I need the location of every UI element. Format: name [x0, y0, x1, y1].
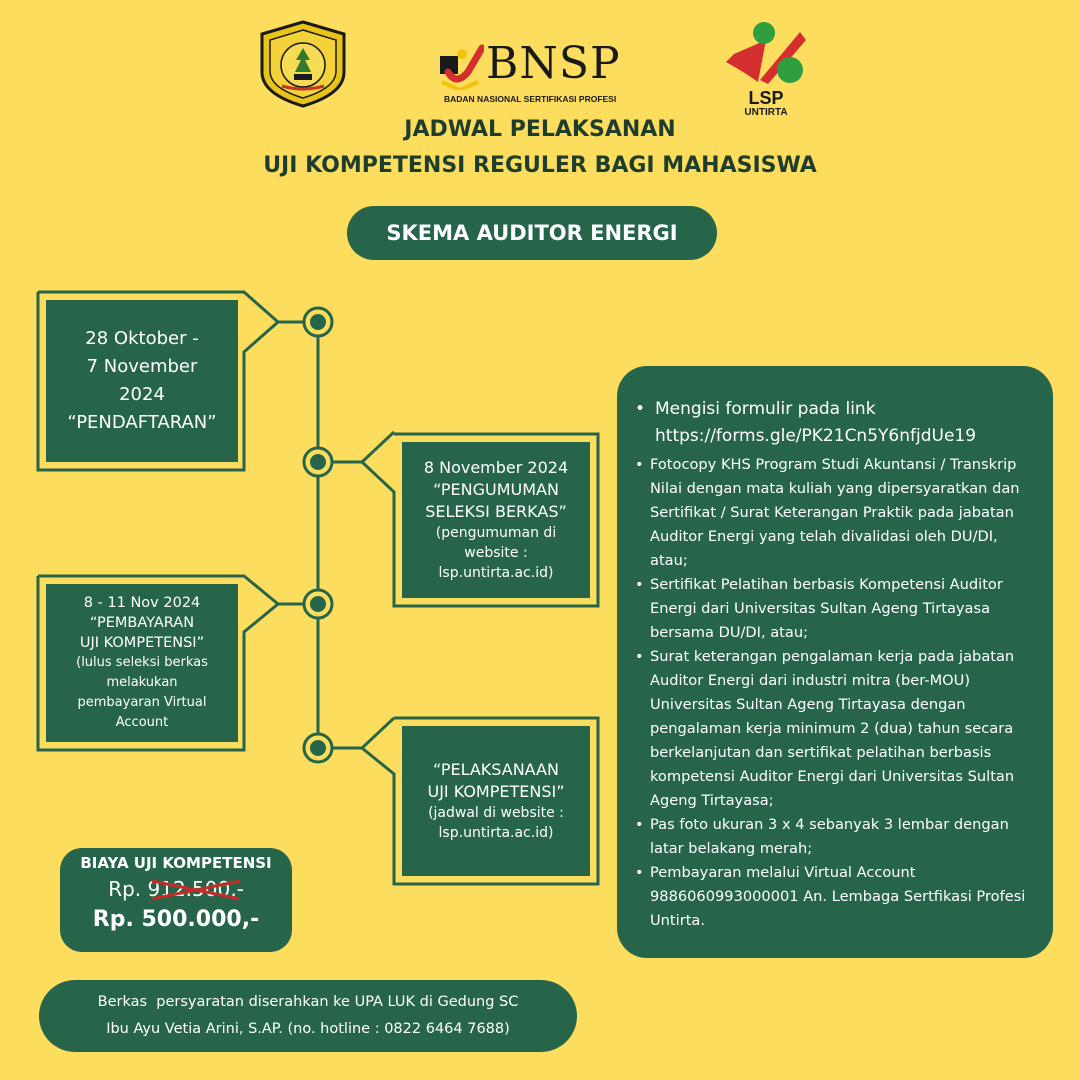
- bullet-icon: •: [635, 576, 644, 593]
- step1-line4: “PENDAFTARAN”: [67, 412, 217, 433]
- step3-line6: pembayaran Virtual: [77, 695, 207, 710]
- step2-line3: SELEKSI BERKAS”: [425, 502, 567, 521]
- step1-line2: 7 November: [86, 356, 198, 377]
- step3-line2: “PEMBAYARAN: [89, 615, 195, 631]
- footer-line1: Berkas persyaratan diserahkan ke UPA LUK…: [97, 994, 519, 1010]
- old-price: Rp. 912.500,-: [108, 877, 244, 901]
- step4-line4: lsp.untirta.ac.id): [438, 825, 554, 841]
- page-title-line2: UJI KOMPETENSI REGULER BAGI MAHASISWA: [263, 153, 817, 178]
- lsp-untirta-logo: LSP UNTIRTA: [720, 18, 812, 118]
- step3-line5: melakukan: [106, 675, 178, 690]
- requirement-item: •Pas foto ukuran 3 x 4 sebanyak 3 lembar…: [635, 813, 1033, 861]
- strikethrough-icon: [151, 879, 241, 901]
- lsp-subtitle: UNTIRTA: [744, 107, 788, 118]
- step2-line1: 8 November 2024: [423, 458, 569, 477]
- step2-line6: lsp.untirta.ac.id): [438, 565, 554, 581]
- requirement-item: •Fotocopy KHS Program Studi Akuntansi / …: [635, 453, 1033, 573]
- step3-line3: UJI KOMPETENSI”: [79, 635, 205, 651]
- bullet-icon: •: [635, 816, 644, 833]
- bnsp-logo: BNSP BADAN NASIONAL SERTIFIKASI PROFESI: [438, 38, 628, 108]
- requirements-list: •Fotocopy KHS Program Studi Akuntansi / …: [635, 453, 1033, 933]
- requirement-item: •Pembayaran melalui Virtual Account 9886…: [635, 861, 1033, 933]
- lsp-emblem-icon: [726, 22, 806, 84]
- step2-line5: website :: [464, 545, 528, 561]
- timeline-step-announcement: 8 November 2024 “PENGUMUMAN SELEKSI BERK…: [402, 442, 590, 598]
- footer-note: Berkas persyaratan diserahkan ke UPA LUK…: [39, 980, 577, 1052]
- new-price: Rp. 500.000,-: [92, 907, 260, 932]
- step4-line2: UJI KOMPETENSI”: [427, 782, 565, 801]
- step1-line1: 28 Oktober -: [85, 328, 199, 349]
- lsp-name: LSP: [748, 88, 784, 108]
- requirements-panel: • Mengisi formulir pada link https://for…: [617, 366, 1053, 958]
- step3-line1: 8 - 11 Nov 2024: [83, 595, 201, 611]
- bnsp-name: BNSP: [486, 38, 621, 89]
- timeline-step-payment: 8 - 11 Nov 2024 “PEMBAYARAN UJI KOMPETEN…: [46, 584, 238, 742]
- bullet-icon: •: [635, 399, 646, 419]
- requirement-form-link: • Mengisi formulir pada link https://for…: [635, 396, 1033, 450]
- step4-line1: “PELAKSANAAN: [433, 760, 559, 779]
- requirement-item: •Surat keterangan pengalaman kerja pada …: [635, 645, 1033, 813]
- timeline-step-registration: 28 Oktober - 7 November 2024 “PENDAFTARA…: [46, 300, 238, 462]
- step1-line3: 2024: [119, 384, 165, 405]
- bnsp-subtitle: BADAN NASIONAL SERTIFIKASI PROFESI: [444, 94, 617, 104]
- step2-line4: (pengumuman di: [435, 525, 557, 541]
- bullet-icon: •: [635, 648, 644, 665]
- bullet-icon: •: [635, 456, 644, 473]
- step4-line3: (jadwal di website :: [428, 805, 564, 821]
- timeline-step-exam: “PELAKSANAAN UJI KOMPETENSI” (jadwal di …: [402, 726, 590, 876]
- bullet-icon: •: [635, 864, 644, 881]
- step2-line2: “PENGUMUMAN: [433, 480, 559, 499]
- fee-box: BIAYA UJI KOMPETENSI Rp. 912.500,- Rp. 5…: [60, 848, 292, 952]
- page-title-line1: JADWAL PELAKSANAN: [404, 117, 676, 142]
- step3-line7: Account: [115, 715, 169, 730]
- scheme-badge: SKEMA AUDITOR ENERGI: [347, 206, 717, 260]
- fee-label: BIAYA UJI KOMPETENSI: [80, 854, 272, 872]
- untirta-logo: [258, 20, 348, 108]
- step3-line4: (lulus seleksi berkas: [76, 655, 208, 670]
- bnsp-emblem-icon: [440, 44, 484, 90]
- footer-line2: Ibu Ayu Vetia Arini, S.AP. (no. hotline …: [106, 1021, 510, 1037]
- requirement-item: •Sertifikat Pelatihan berbasis Kompetens…: [635, 573, 1033, 645]
